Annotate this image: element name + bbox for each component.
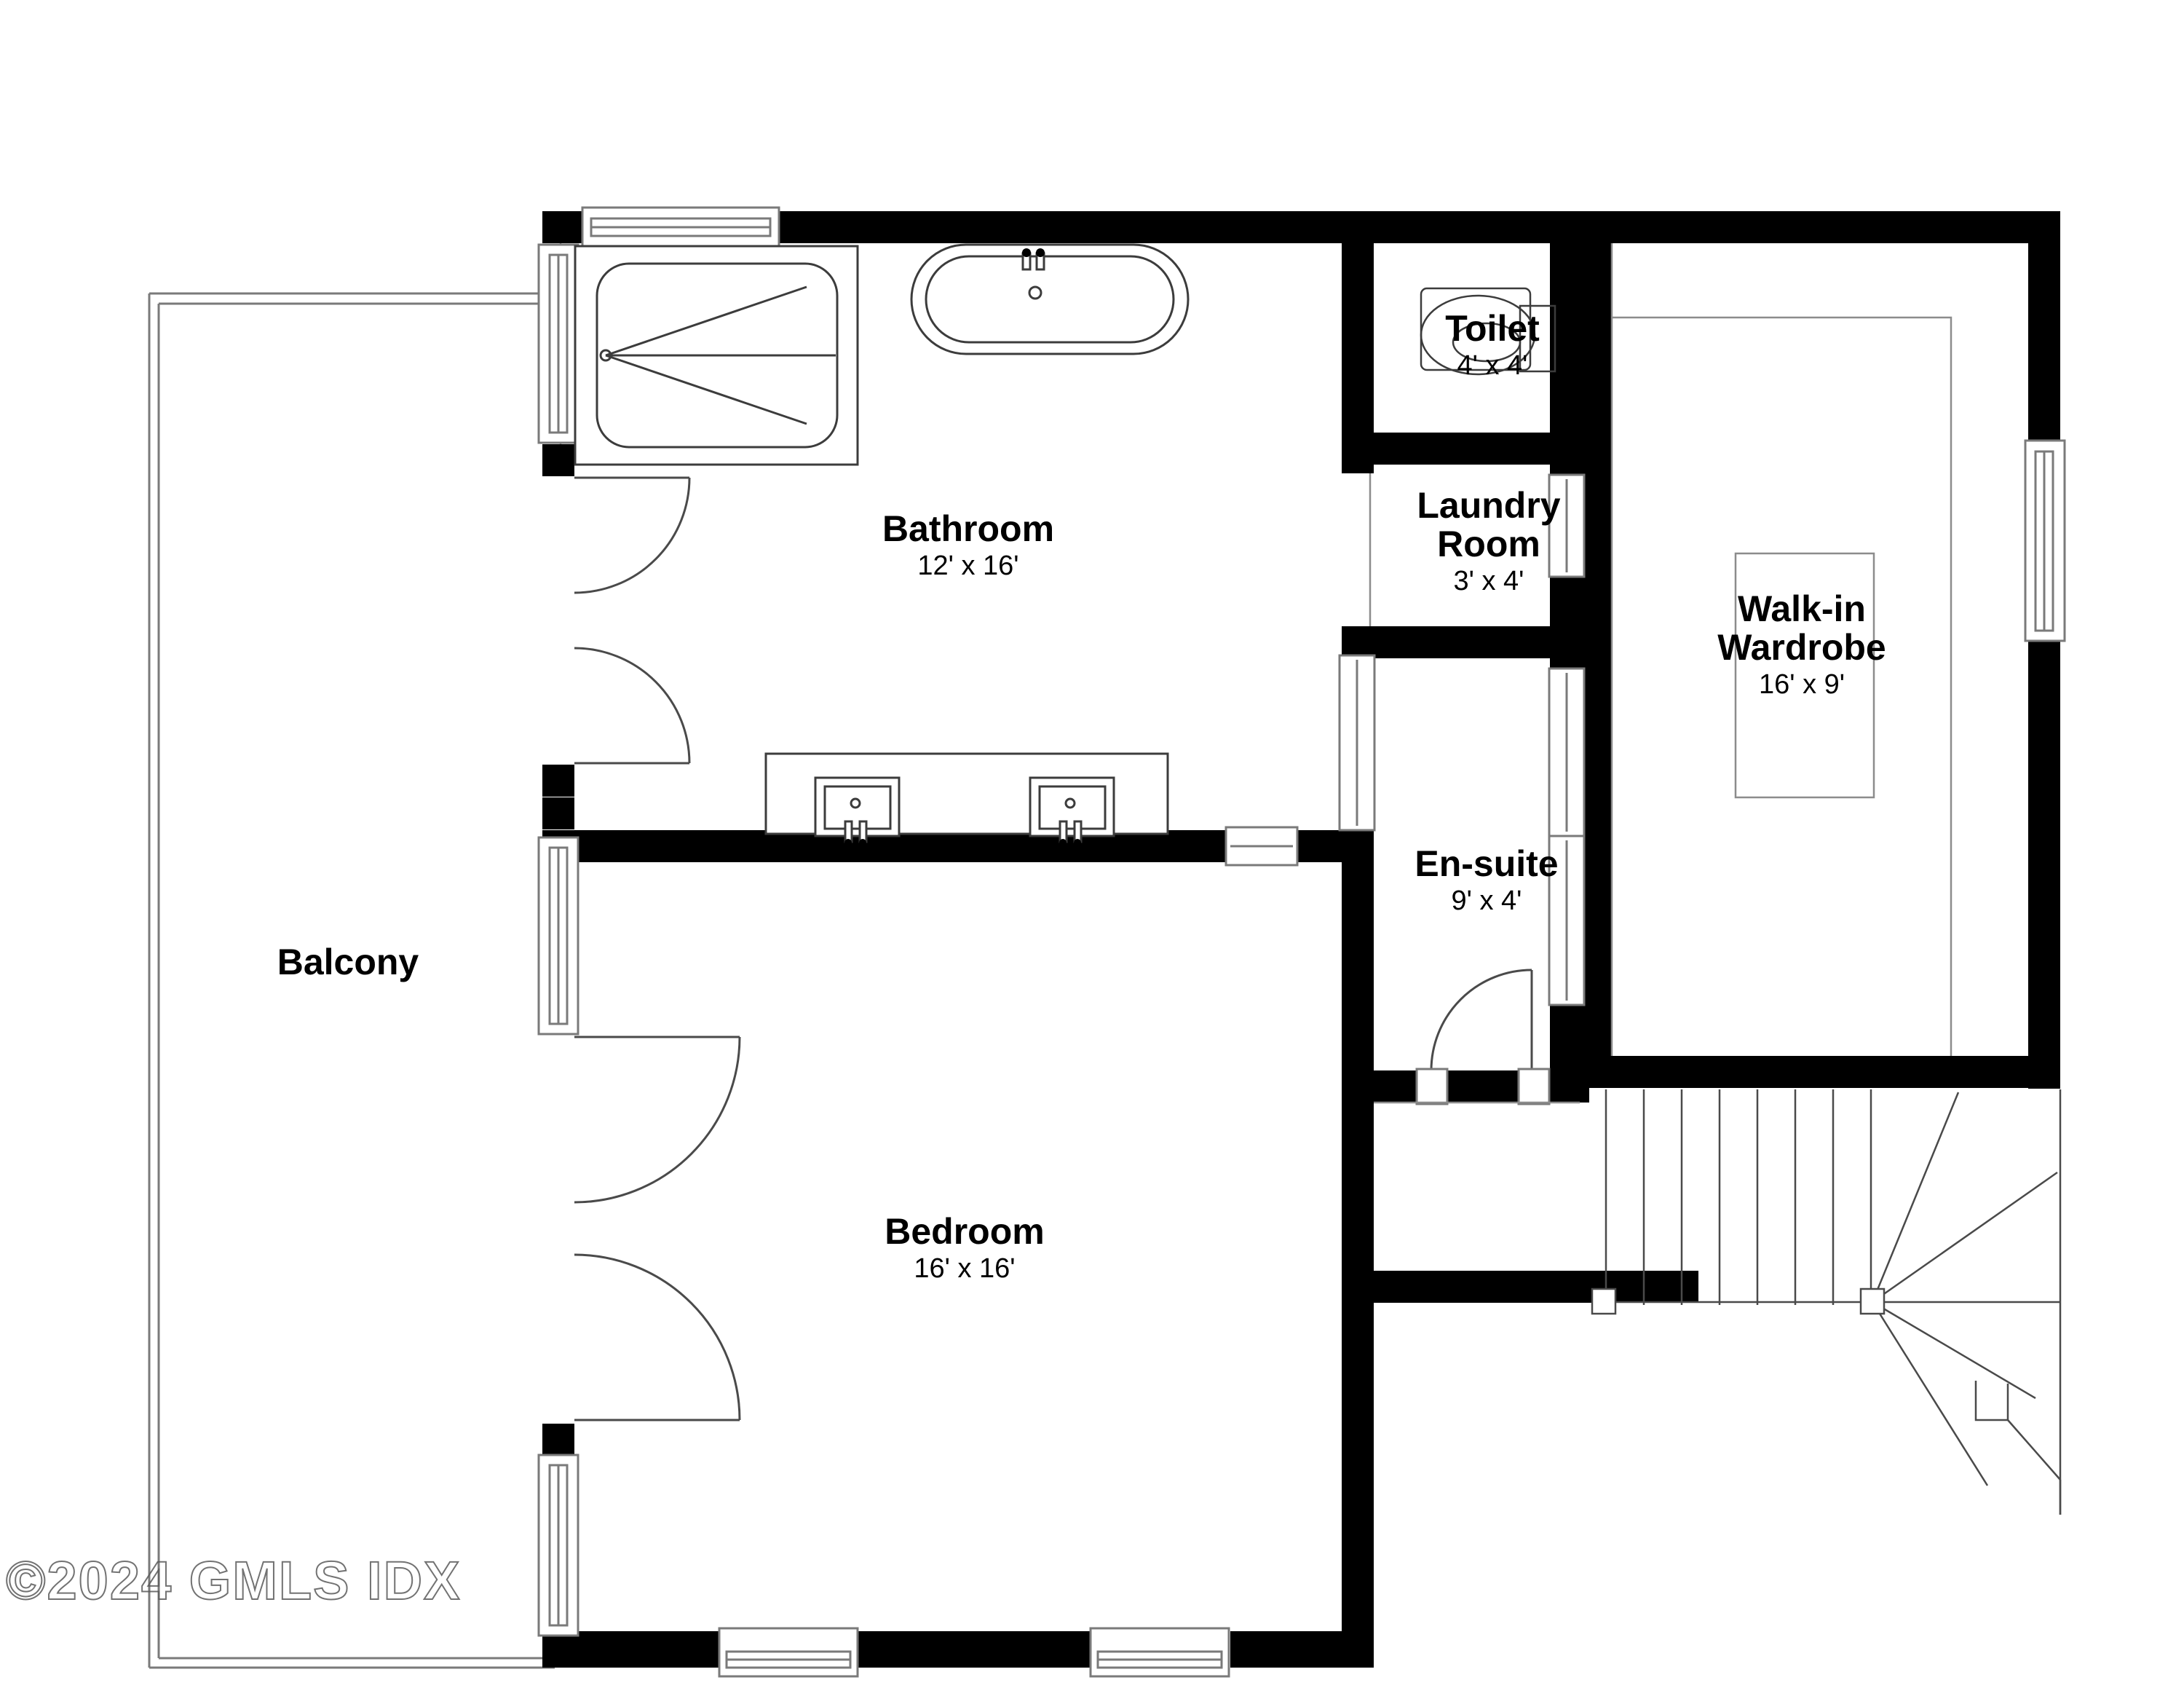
- bedroom-bottom-window-left: [718, 1627, 859, 1678]
- bedroom-bottom-window-right: [1089, 1627, 1230, 1678]
- bedroom-double-door: [574, 1036, 741, 1421]
- wardrobe-interior: [1610, 243, 1952, 1056]
- ensuite-door-jambs: [1415, 1068, 1551, 1105]
- bathroom-top-window: [581, 206, 780, 248]
- ensuite-single-door: [1430, 969, 1533, 1071]
- bathroom-bottom-opening: [1224, 826, 1299, 867]
- laundry-door-opening: [1548, 473, 1586, 578]
- shower-enclosure: [574, 245, 859, 466]
- balcony-outline: [148, 292, 555, 1669]
- freestanding-oval-bathtub: [910, 243, 1190, 355]
- stair-newel-posts: [1591, 1287, 1886, 1315]
- balcony-left-window-lower: [537, 836, 579, 1036]
- bedroom-left-window: [537, 1454, 579, 1637]
- wardrobe-right-window: [2024, 439, 2066, 642]
- double-sink-vanity: [764, 752, 1169, 846]
- bathroom-double-door: [574, 476, 691, 765]
- walls: [542, 211, 2060, 1668]
- bathroom-right-opening: [1338, 654, 1376, 832]
- balcony-left-window-upper: [537, 243, 579, 444]
- copyright-watermark: ©2024 GMLS IDX: [5, 1550, 462, 1612]
- wardrobe-island: [1734, 552, 1875, 799]
- staircase: [1602, 1089, 2062, 1515]
- toilet-bowl: [1420, 287, 1556, 376]
- ensuite-opening: [1548, 667, 1586, 1006]
